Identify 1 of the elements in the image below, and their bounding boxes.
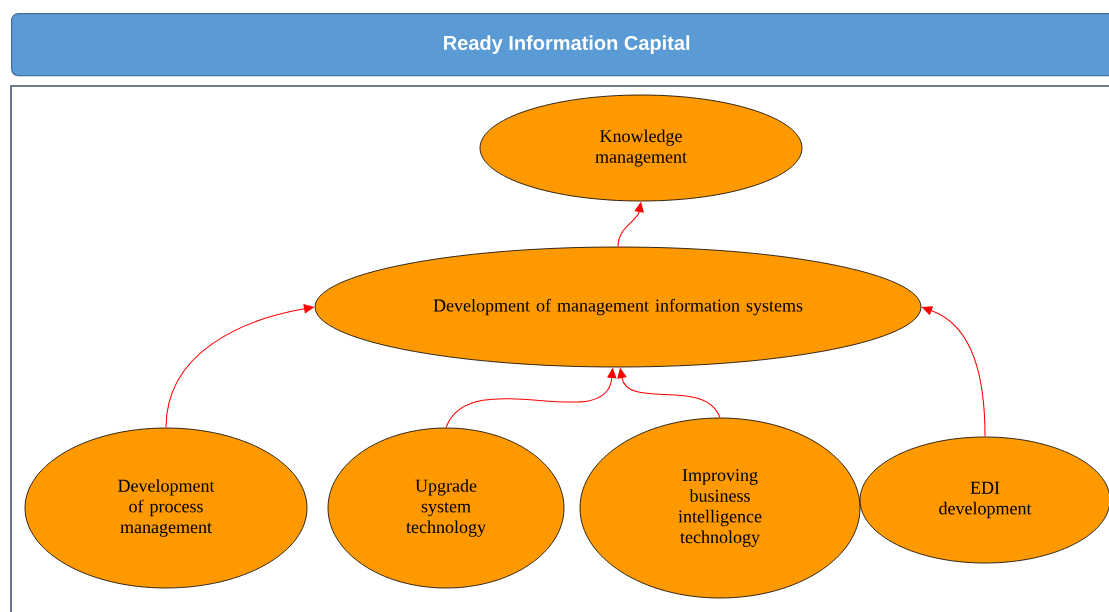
title-banner: Ready Information Capital (11, 13, 1109, 77)
